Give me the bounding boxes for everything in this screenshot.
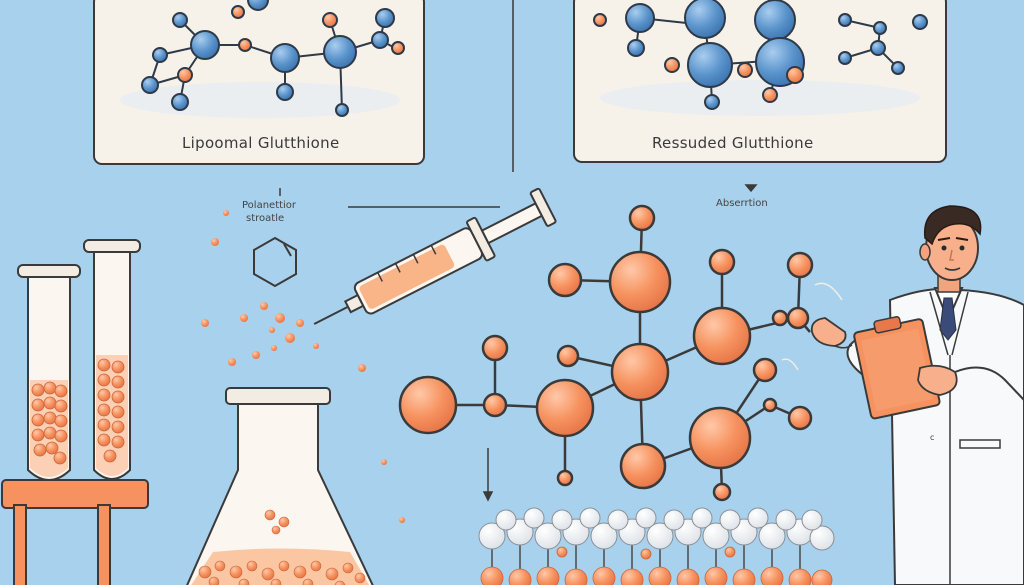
test-tube-left bbox=[17, 264, 81, 481]
left-molecule bbox=[141, 0, 405, 117]
scientist: c bbox=[781, 205, 1024, 585]
absorption-label: Abserrtion bbox=[716, 198, 768, 209]
floating-particles bbox=[201, 210, 405, 523]
right-panel bbox=[573, 0, 947, 163]
test-tube-rack bbox=[1, 479, 149, 585]
test-tube-right bbox=[83, 239, 141, 480]
erlenmeyer-flask bbox=[186, 387, 374, 585]
syringe bbox=[313, 187, 557, 325]
hexagon-structure bbox=[253, 236, 297, 288]
divider-lines bbox=[279, 0, 758, 502]
left-panel-label: Lipoomal Glutthione bbox=[182, 134, 340, 152]
glutathione-molecule bbox=[398, 204, 814, 502]
right-panel-label: Ressuded Glutthione bbox=[652, 134, 814, 152]
structure-label-line2: stroatle bbox=[246, 213, 285, 224]
lipid-bilayer bbox=[478, 507, 835, 585]
svg-text:c: c bbox=[930, 433, 934, 442]
right-molecule bbox=[593, 0, 928, 110]
structure-label-line1: Polanettior bbox=[242, 200, 297, 211]
